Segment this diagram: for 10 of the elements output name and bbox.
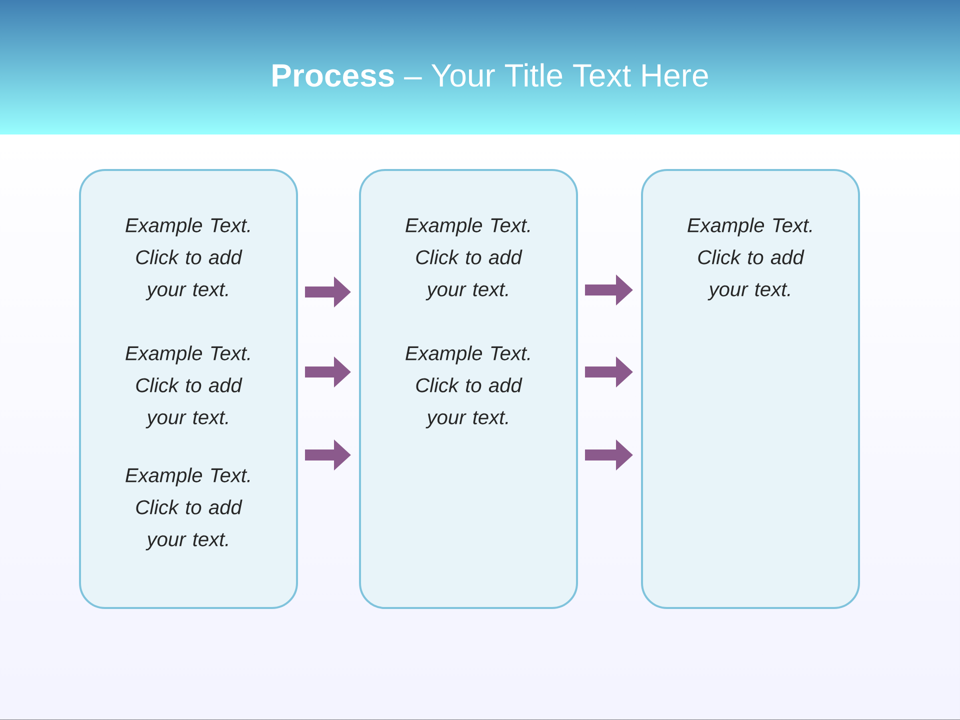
slide-title: Process – Your Title Text Here bbox=[272, 63, 708, 87]
box-text: Example Text. Click to add your text. bbox=[406, 218, 530, 300]
process-box bbox=[641, 169, 860, 609]
box-text: Example Text. Click to add your text. bbox=[126, 346, 250, 428]
process-box bbox=[79, 169, 298, 609]
box-text: Example Text. Click to add your text. bbox=[688, 218, 812, 300]
box-text: Example Text. Click to add your text. bbox=[126, 218, 250, 300]
process-box bbox=[359, 169, 578, 609]
box-text: Example Text. Click to add your text. bbox=[126, 468, 250, 550]
box-text: Example Text. Click to add your text. bbox=[406, 346, 530, 428]
